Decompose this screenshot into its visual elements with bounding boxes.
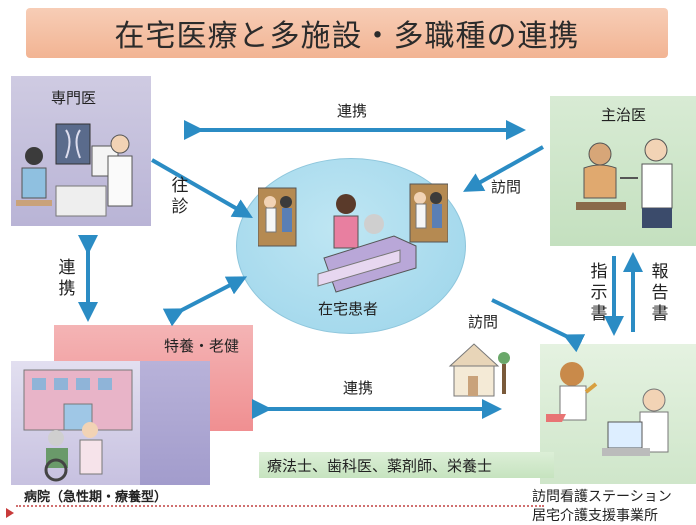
other-professions-box: 療法士、歯科医、薬剤師、栄養士 (259, 452, 554, 478)
home-patient-label: 在宅患者 (318, 300, 379, 318)
hospital-label: 病院（急性期・療養型） (24, 490, 168, 505)
triangle-marker (6, 508, 14, 518)
arrow-house-call (151, 158, 253, 218)
visit-bottom-label: 訪問 (468, 313, 499, 331)
other-professions-label: 療法士、歯科医、薬剤師、栄養士 (267, 456, 493, 475)
patient-bed-illustration (258, 183, 448, 293)
instructions-label: 指示書 (590, 262, 608, 324)
care-support-label: 居宅介護支援事業所 (532, 508, 658, 524)
arrow-special-nursing (162, 276, 248, 327)
specialist-label: 専門医 (51, 89, 97, 107)
visiting-nurse-label: 訪問看護ステーション (532, 489, 672, 505)
doctor-exam-illustration (576, 138, 673, 228)
arrow-visit-top (463, 145, 544, 192)
report-label: 報告書 (651, 262, 669, 324)
house-illustration (448, 343, 510, 397)
doctor-xray-illustration (16, 123, 133, 217)
coop-left-label: 連携 (58, 258, 76, 299)
house-call-label: 往診 (171, 176, 189, 217)
visit-top-label: 訪問 (491, 178, 522, 196)
coop-top-label: 連携 (337, 102, 368, 120)
hospital-building-illustration (23, 369, 133, 482)
coop-bottom-label: 連携 (343, 379, 374, 397)
primary-doctor-label: 主治医 (601, 106, 647, 124)
divider-line (16, 505, 544, 507)
arrow-visit-bottom (491, 298, 586, 353)
special-nursing-label: 特養・老健 (164, 337, 240, 355)
nurse-phone-illustration (546, 362, 669, 456)
page-title: 在宅医療と多施設・多職種の連携 (26, 8, 668, 58)
hospital-panel-side (140, 361, 210, 485)
